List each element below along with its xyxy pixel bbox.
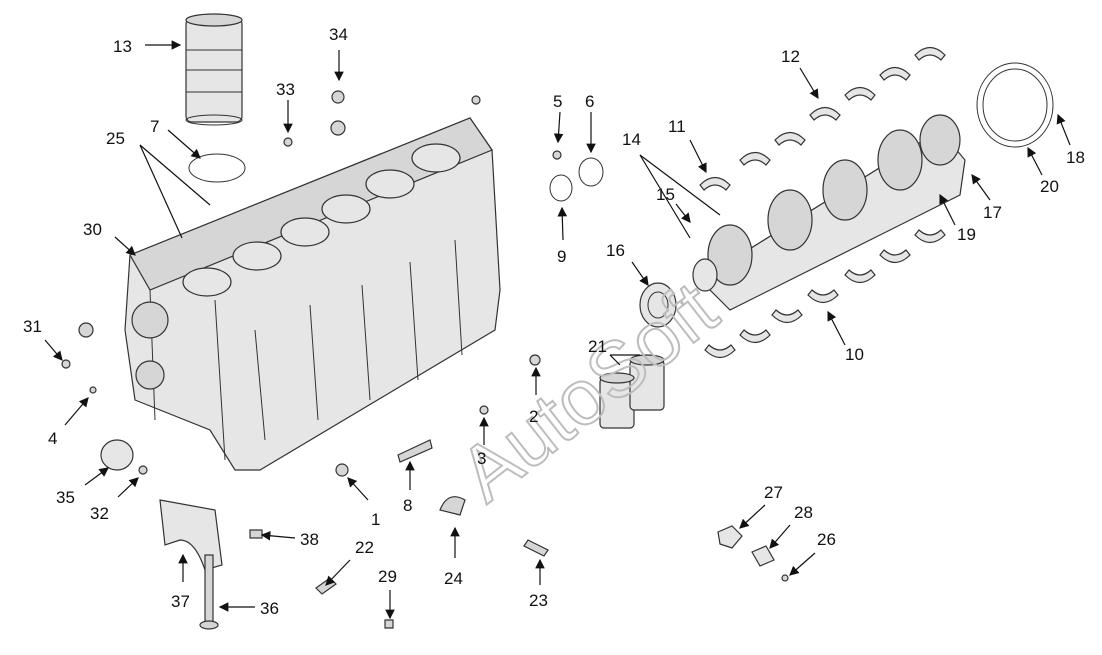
callout-2: 2 xyxy=(529,407,538,426)
hardware-small xyxy=(717,525,789,582)
callout-36: 36 xyxy=(260,599,279,618)
callout-22: 22 xyxy=(355,538,374,557)
callout-34: 34 xyxy=(329,25,348,44)
lower-bearing-shells xyxy=(704,229,946,359)
callout-10: 10 xyxy=(845,345,864,364)
callout-38: 38 xyxy=(300,530,319,549)
callout-labels: 13 34 33 7 25 30 31 4 35 32 5 6 9 2 3 1 … xyxy=(23,25,1085,618)
callout-26: 26 xyxy=(817,530,836,549)
callout-7: 7 xyxy=(150,117,159,136)
callout-19: 19 xyxy=(957,225,976,244)
crankshaft xyxy=(692,114,966,311)
pistons xyxy=(599,354,665,429)
callout-35: 35 xyxy=(56,488,75,507)
callout-28: 28 xyxy=(794,503,813,522)
small-parts xyxy=(61,90,604,629)
callout-1: 1 xyxy=(371,510,380,529)
callout-30: 30 xyxy=(83,220,102,239)
cylinder-liner xyxy=(185,13,243,126)
o-ring xyxy=(188,153,246,183)
callout-4: 4 xyxy=(48,429,57,448)
callout-5: 5 xyxy=(553,92,562,111)
callout-17: 17 xyxy=(983,203,1002,222)
callout-12: 12 xyxy=(781,47,800,66)
callout-37: 37 xyxy=(171,592,190,611)
callout-29: 29 xyxy=(378,567,397,586)
callout-32: 32 xyxy=(90,504,109,523)
callout-14: 14 xyxy=(622,130,641,149)
callout-leaders xyxy=(44,40,1071,620)
main-bearing-cap xyxy=(159,499,223,630)
callout-15: 15 xyxy=(656,185,675,204)
callout-20: 20 xyxy=(1040,177,1059,196)
callout-25: 25 xyxy=(106,129,125,148)
crankshaft-gear xyxy=(639,282,677,328)
callout-13: 13 xyxy=(113,37,132,56)
rear-seal-ring xyxy=(976,62,1054,148)
cylinder-block xyxy=(124,117,501,471)
callout-8: 8 xyxy=(403,496,412,515)
callout-31: 31 xyxy=(23,317,42,336)
callout-27: 27 xyxy=(764,483,783,502)
callout-16: 16 xyxy=(606,241,625,260)
callout-21: 21 xyxy=(588,337,607,356)
callout-6: 6 xyxy=(585,92,594,111)
callout-18: 18 xyxy=(1066,148,1085,167)
callout-11: 11 xyxy=(668,117,686,136)
callout-33: 33 xyxy=(276,80,295,99)
upper-bearing-shells xyxy=(699,46,946,191)
callout-24: 24 xyxy=(444,569,463,588)
callout-23: 23 xyxy=(529,591,548,610)
callout-9: 9 xyxy=(557,247,566,266)
callout-3: 3 xyxy=(477,449,486,468)
